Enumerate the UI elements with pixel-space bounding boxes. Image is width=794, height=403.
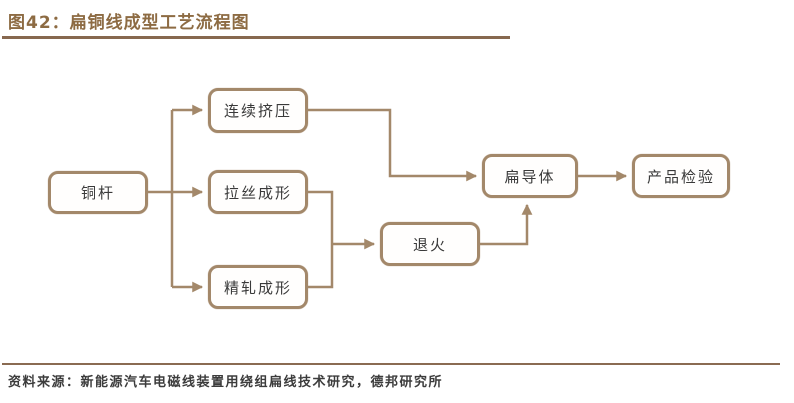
- flow-node-wire-drawing-forming: 拉丝成形: [208, 170, 308, 214]
- flow-node-flat-conductor: 扁导体: [482, 154, 578, 198]
- edge-annealing-to-flat: [480, 203, 533, 246]
- flow-node-label: 铜杆: [80, 184, 115, 202]
- flow-node-continuous-extrusion: 连续挤压: [208, 88, 308, 133]
- source-note: 资料来源：新能源汽车电磁线装置用绕组扁线技术研究，德邦研究所: [8, 375, 444, 390]
- flow-node-precision-rolling-forming: 精轧成形: [208, 265, 308, 309]
- flow-node-label: 精轧成形: [223, 278, 292, 297]
- edge-merge-lines: [308, 190, 334, 289]
- flowchart: 铜杆 连续挤压 拉丝成形 精轧成形 退火 扁导体 产品检验: [0, 46, 794, 358]
- footer-divider: [2, 363, 780, 365]
- flow-node-label: 产品检验: [646, 167, 715, 186]
- title-divider: [2, 36, 510, 39]
- edge-extrusion-to-flat: [308, 108, 478, 182]
- flow-node-product-inspection: 产品检验: [632, 154, 730, 198]
- flow-node-copper-rod: 铜杆: [48, 171, 148, 214]
- flow-node-label: 退火: [412, 235, 447, 254]
- flow-node-label: 扁导体: [504, 167, 556, 186]
- flow-node-label: 拉丝成形: [223, 183, 292, 202]
- flow-node-annealing: 退火: [380, 222, 480, 266]
- figure-title: 图42：扁铜线成型工艺流程图: [8, 13, 250, 33]
- flow-node-label: 连续挤压: [223, 102, 292, 120]
